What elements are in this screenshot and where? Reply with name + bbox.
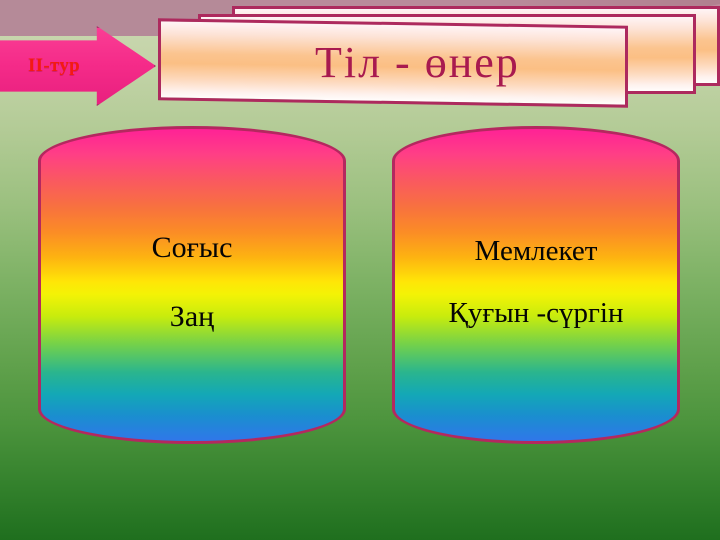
slide-title: Тіл - өнер	[314, 37, 520, 87]
left-panel-line-1: Соғыс	[151, 231, 233, 264]
title-plate-front: Тіл - өнер	[158, 18, 628, 108]
right-panel-line-2: Қуғын -сүргін	[448, 297, 624, 329]
round-badge-label: II-тур	[27, 55, 81, 76]
left-panel-content: Соғыс Заң	[38, 126, 346, 444]
right-panel: Мемлекет Қуғын -сүргін	[392, 126, 680, 444]
right-panel-surface	[392, 126, 680, 444]
right-panel-line-1: Мемлекет	[474, 235, 598, 268]
right-panel-content: Мемлекет Қуғын -сүргін	[392, 126, 680, 444]
left-panel: Соғыс Заң	[38, 126, 346, 444]
left-panel-surface	[38, 126, 346, 444]
left-panel-line-2: Заң	[169, 300, 215, 333]
round-badge-arrow: II-тур	[0, 26, 156, 106]
